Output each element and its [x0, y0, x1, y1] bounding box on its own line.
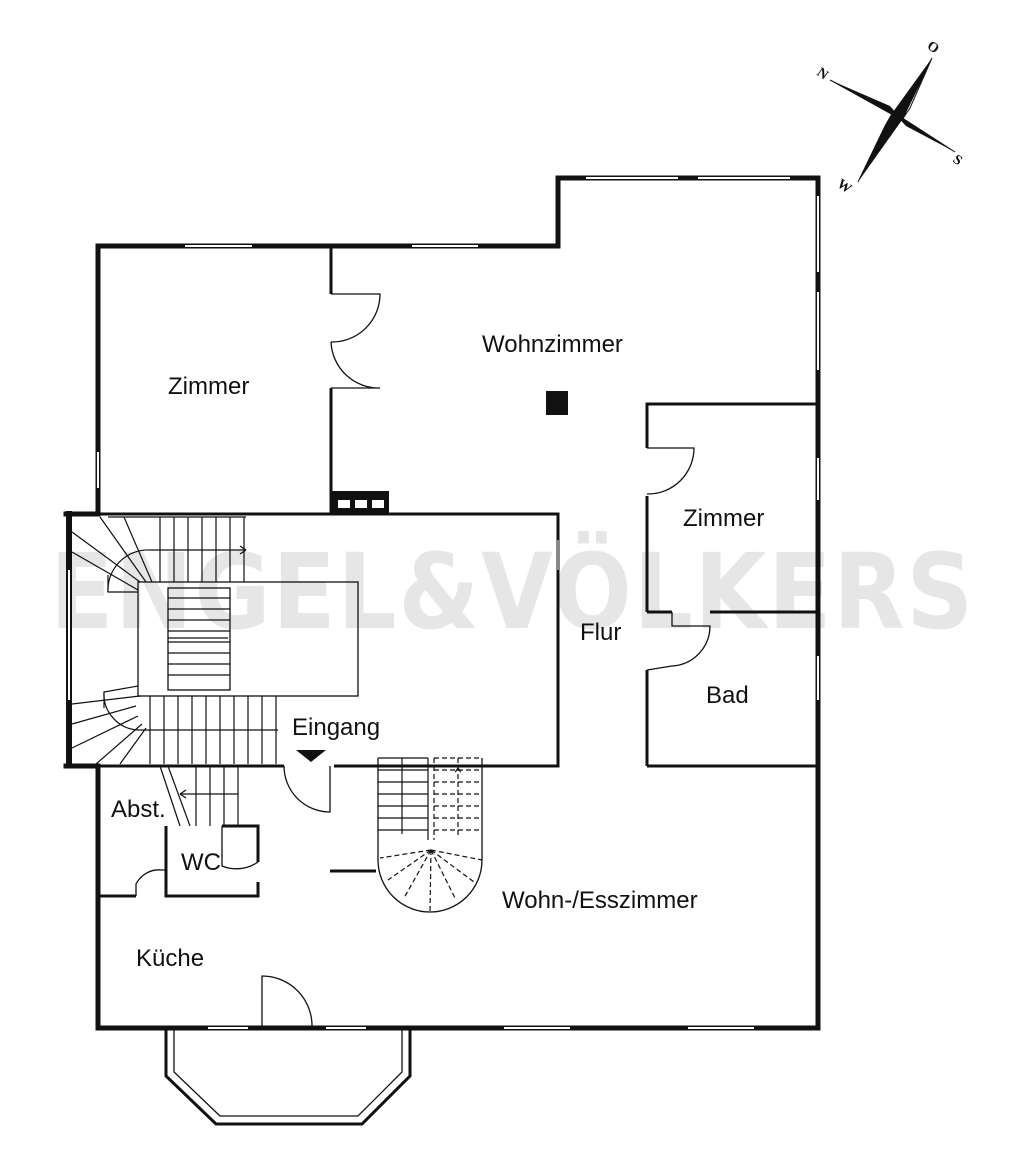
compass-label-w: W — [834, 177, 854, 197]
pillar — [546, 391, 568, 415]
room-label-zimmer-left: Zimmer — [168, 373, 249, 400]
room-label-bad: Bad — [706, 682, 749, 709]
compass-label-o: O — [924, 39, 942, 58]
staircase-center — [377, 757, 483, 913]
room-label-zimmer-right: Zimmer — [683, 505, 764, 532]
compass-label-s: S — [950, 152, 965, 169]
interior-walls — [98, 248, 818, 898]
bay-window — [164, 1030, 412, 1126]
room-label-wohn-esszimmer: Wohn-/Esszimmer — [502, 887, 698, 914]
doors — [135, 293, 711, 1029]
room-label-kueche: Küche — [136, 945, 204, 972]
windows — [68, 177, 819, 1029]
fireplace — [331, 491, 389, 514]
watermark: ENGEL&VÖLKERS — [50, 531, 975, 653]
compass-label-n: N — [814, 65, 831, 83]
staircase-main — [71, 516, 359, 827]
room-label-eingang: Eingang — [292, 714, 380, 741]
room-label-wc: WC — [181, 849, 221, 876]
room-label-flur: Flur — [580, 619, 621, 646]
entrance-arrow-icon — [296, 750, 326, 762]
compass-icon: O N S W — [814, 39, 965, 197]
room-label-abst: Abst. — [111, 796, 166, 823]
room-label-wohnzimmer: Wohnzimmer — [482, 331, 623, 358]
